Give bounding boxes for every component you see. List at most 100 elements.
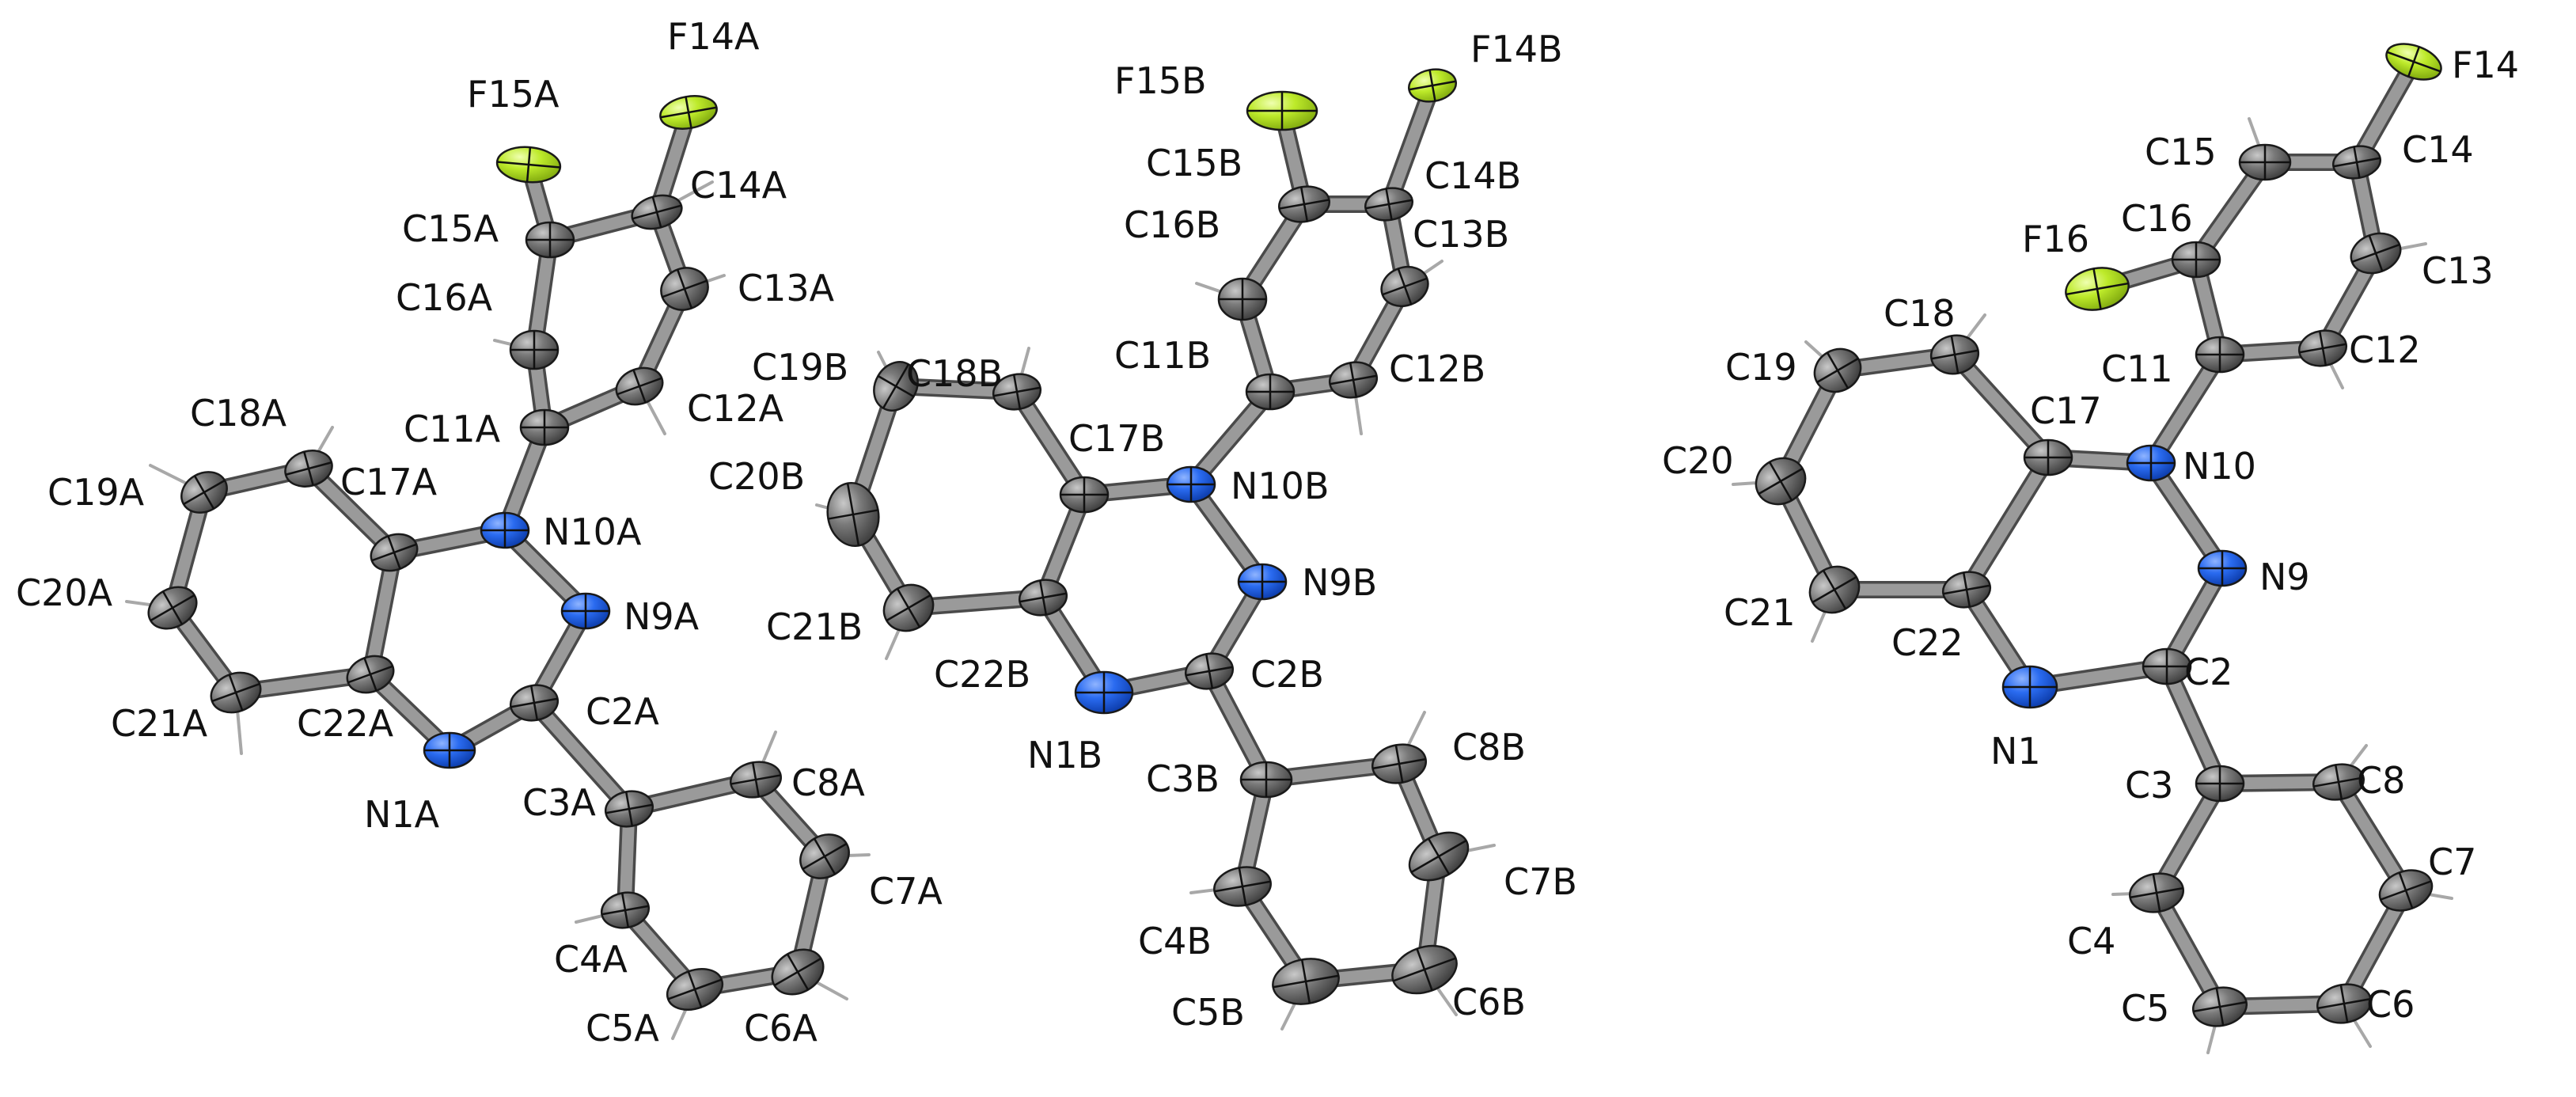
atom-label-c17: C17 [2030, 389, 2102, 432]
molecule-c-bond [1948, 348, 2054, 464]
ellipsoid-minor-axis [632, 369, 647, 404]
atom-c16 [2171, 241, 2221, 279]
molecule-c-bond [2150, 886, 2226, 1013]
molecule-a-bond [528, 697, 635, 815]
atom-label-c15: C15 [2145, 131, 2217, 173]
hydrogen-bonds-layer [125, 117, 2453, 1054]
ellipsoid-minor-axis [846, 483, 860, 546]
atom-label-c2b: C2B [1250, 653, 1324, 696]
ellipsoid-minor-axis [685, 97, 692, 128]
atom-label-n9: N9 [2259, 556, 2310, 598]
atom-n1b [1074, 670, 1134, 715]
atom-c7a [799, 833, 850, 879]
atom-label-c16: C16 [2121, 197, 2193, 240]
atom-c19b [873, 361, 919, 412]
atom-label-c20a: C20A [16, 571, 113, 614]
atom-label-c18b: C18B [906, 352, 1003, 395]
ellipsoid-minor-axis [651, 196, 662, 228]
atom-c11a [519, 408, 570, 446]
atom-c12 [2297, 329, 2348, 367]
atom-c18b [992, 373, 1042, 411]
ellipsoid-minor-axis [1962, 572, 1971, 607]
ellipsoid-minor-axis [620, 893, 630, 928]
atom-label-c18a: C18A [190, 392, 287, 435]
atom-c17b [1059, 476, 1110, 514]
atom-n1a [423, 731, 476, 769]
atom-label-c22b: C22B [934, 653, 1030, 696]
ellipsoid-minor-axis [1299, 187, 1309, 222]
molecule-b-bond [1383, 79, 1439, 211]
molecule-b-bond [1185, 478, 1269, 588]
atom-label-c7: C7 [2428, 841, 2476, 883]
ellipsoid-minor-axis [2407, 46, 2421, 78]
atom-c5b [1272, 958, 1340, 1005]
atom-c14b [1364, 187, 1413, 222]
atom-c4b [1213, 866, 1272, 907]
atom-label-c21: C21 [1724, 591, 1796, 634]
atom-c15 [2238, 143, 2292, 181]
atom-label-c3b: C3B [1146, 757, 1220, 800]
ellipsoid-minor-axis [1826, 351, 1849, 389]
atom-label-c5b: C5B [1171, 991, 1245, 1034]
atom-label-c3a: C3A [522, 781, 596, 824]
atom-label-c11a: C11A [404, 408, 501, 450]
atom-c6 [2316, 983, 2372, 1024]
atom-label-n9b: N9B [1302, 561, 1377, 604]
atom-label-c22a: C22A [297, 702, 394, 745]
atom-label-c21a: C21A [111, 702, 208, 745]
atom-label-f16: F16 [2022, 218, 2089, 260]
ellipsoid-minor-axis [2398, 872, 2414, 909]
atom-c5 [2192, 986, 2248, 1027]
molecule-c-bond [2161, 660, 2226, 790]
atom-label-c14a: C14A [690, 164, 787, 207]
atom-c2a [509, 684, 560, 722]
atom-c17 [2023, 438, 2073, 476]
atom-c15b [1278, 185, 1330, 223]
atom-label-f14: F14 [2452, 44, 2519, 86]
atom-c14a [631, 194, 683, 230]
atom-label-n9a: N9A [624, 595, 700, 638]
ellipsoid-minor-axis [2368, 235, 2384, 271]
atom-label-c4a: C4A [554, 938, 628, 981]
atom-c2b [1184, 652, 1235, 690]
ellipsoid-minor-axis [2215, 988, 2225, 1026]
molecule-c-bond [2350, 55, 2420, 169]
atom-c17a [370, 533, 419, 572]
molecule-c-bond [1960, 451, 2054, 596]
atom-label-c11b: C11B [1114, 334, 1211, 377]
atom-label-c8: C8 [2357, 759, 2405, 802]
ellipsoid-minor-axis [1012, 374, 1022, 409]
atom-c22a [346, 655, 395, 694]
atom-c20 [1755, 457, 1807, 506]
atom-n9a [560, 592, 611, 630]
atom-c3 [2195, 765, 2245, 803]
atom-label-c19a: C19A [47, 471, 145, 514]
molecule-a-bond [364, 546, 400, 681]
atom-c16b [1217, 277, 1268, 321]
atom-label-c12b: C12B [1389, 347, 1485, 390]
ellipsoid-minor-axis [1428, 70, 1436, 101]
atom-label-c6b: C6B [1452, 981, 1526, 1023]
ellipsoid-minor-axis [161, 590, 184, 625]
atom-c8 [2312, 763, 2365, 801]
atom-c21a [210, 671, 262, 714]
atom-c7 [2378, 869, 2434, 912]
atom-label-n1a: N1A [364, 793, 440, 836]
atom-c16a [509, 329, 560, 370]
atom-label-c21b: C21B [766, 605, 863, 648]
atom-label-f15a: F15A [467, 73, 560, 116]
atom-c13 [2350, 232, 2402, 275]
atom-c20b [826, 481, 880, 548]
ellipsoid-minor-axis [1385, 188, 1393, 220]
atom-label-c13: C13 [2422, 249, 2494, 292]
atom-label-c20: C20 [1662, 439, 1734, 482]
atom-c18 [1929, 334, 1980, 375]
atom-label-c18: C18 [1884, 292, 1956, 335]
atom-label-c20b: C20B [708, 455, 805, 498]
atom-label-c16b: C16B [1124, 203, 1220, 246]
atom-label-c11: C11 [2101, 347, 2173, 390]
atom-c19 [1813, 347, 1862, 393]
atom-c3a [604, 790, 654, 828]
molecule-c-bond [2145, 457, 2229, 575]
ellipsoid-minor-axis [1205, 654, 1214, 689]
